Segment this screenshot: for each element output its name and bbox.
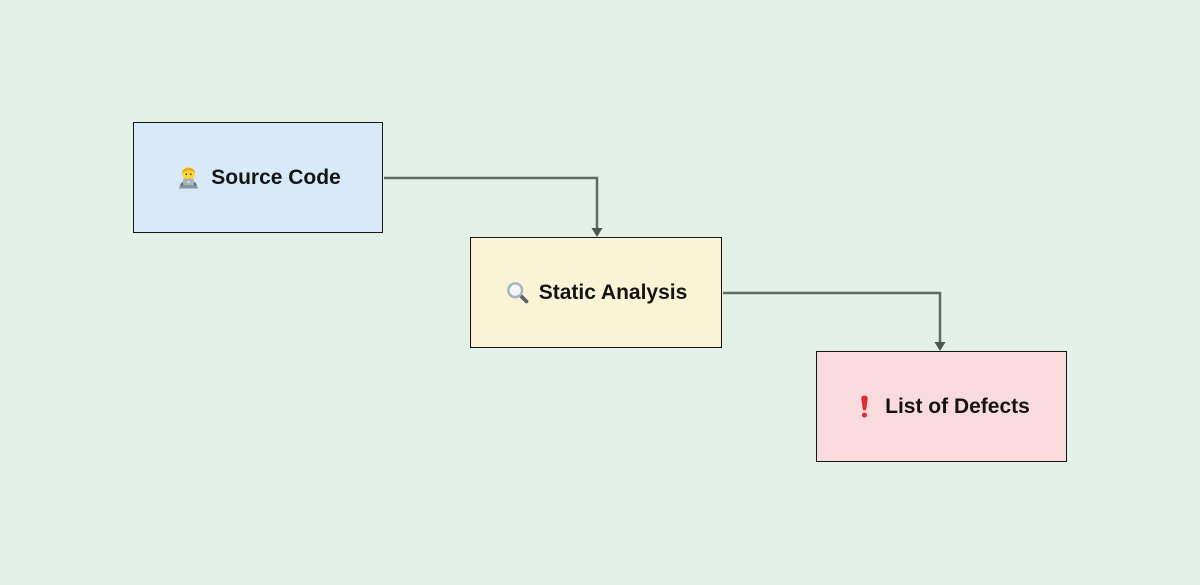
node-label: Static Analysis bbox=[538, 280, 688, 304]
node-label: Source Code bbox=[211, 165, 341, 189]
magnifying-glass-icon bbox=[505, 280, 530, 305]
node-static-analysis: Static Analysis bbox=[470, 237, 722, 348]
node-list-of-defects: List of Defects bbox=[816, 351, 1067, 462]
edge-analysis-to-defects bbox=[723, 291, 946, 351]
red-exclamation-icon bbox=[853, 394, 876, 419]
node-label: List of Defects bbox=[885, 394, 1030, 418]
node-source-code: Source Code bbox=[133, 122, 383, 233]
technologist-emoji bbox=[175, 164, 202, 191]
edge-source-to-analysis bbox=[384, 176, 603, 237]
